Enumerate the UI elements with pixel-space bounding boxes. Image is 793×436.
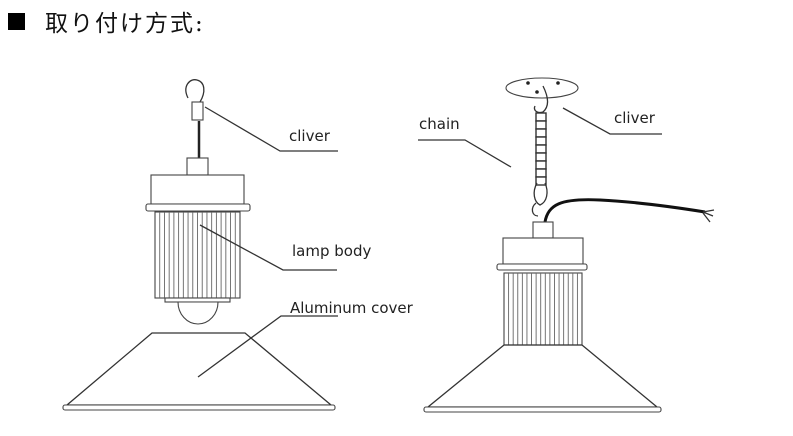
chain-link [535,136,547,146]
section-title-text: 取り付け方式: [45,11,205,37]
leader-chain [418,139,512,168]
leader-lamp-body [199,224,337,271]
chain-link [535,160,547,170]
ceiling-plate [505,77,579,99]
lamp-body-fins [503,272,583,346]
leader-cliver-left [204,106,338,152]
fins [159,212,236,298]
chain-link [535,120,547,130]
top-nub [532,221,554,239]
chain-link [535,168,547,178]
aluminum-shade [65,332,333,406]
label-chain: chain [419,115,460,133]
cable-wires [702,209,715,223]
right-lamp-chain-mount [423,77,715,413]
chain-link [535,112,547,122]
label-aluminum-cover: Aluminum cover [290,299,414,317]
chain-link [535,152,547,162]
label-lamp-body: lamp body [292,242,371,260]
chain-link [535,144,547,154]
chain-link [535,128,547,138]
upper-housing [502,237,584,265]
ceiling-hook [533,85,549,114]
flange [145,203,251,212]
chain-clasp [531,182,548,217]
top-nub [186,157,209,176]
upper-housing [150,174,245,205]
hook-connector [191,101,204,121]
shade-rim [62,404,336,411]
dome-lens [177,301,219,325]
shade-rim [423,406,662,413]
hook [185,79,205,103]
black-square-icon [8,12,25,30]
left-lamp-hook-mount [62,79,336,411]
chain [535,112,547,186]
chain-link [535,176,547,186]
label-cliver-left: cliver [289,127,331,145]
section-title: 取り付け方式: [8,4,205,38]
fins [508,273,578,345]
power-cable [543,198,706,223]
label-cliver-right: cliver [614,109,656,127]
leader-cliver-right [562,107,662,135]
bottom-ring [164,297,231,303]
leader-aluminum-cover [197,315,338,378]
flange [496,263,588,271]
aluminum-shade [426,344,659,408]
